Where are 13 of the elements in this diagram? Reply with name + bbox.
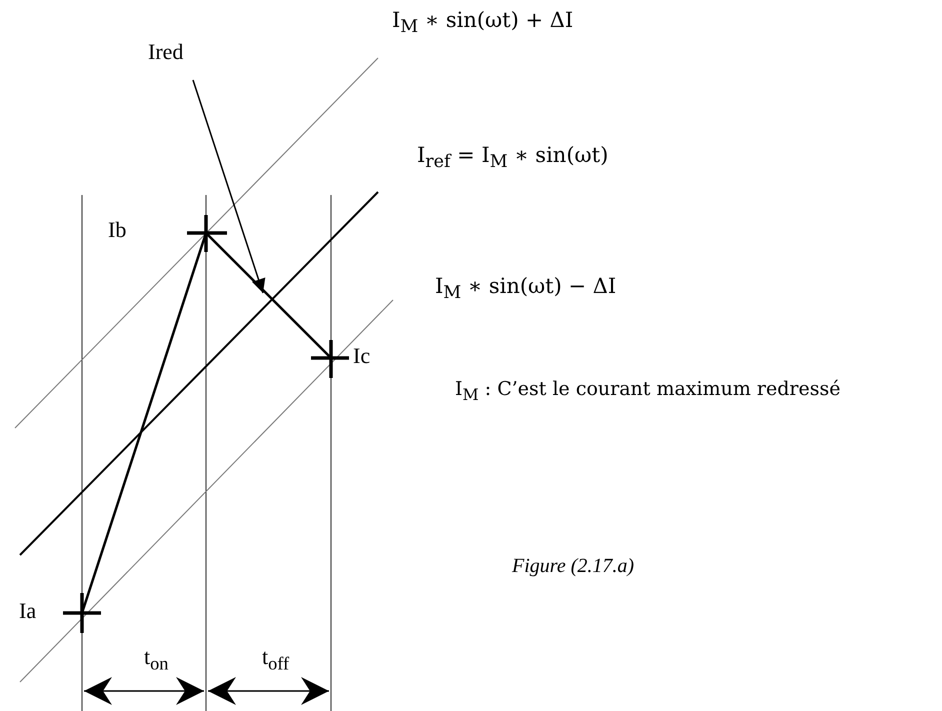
point-label: Ia — [19, 600, 36, 622]
point-label: Ired — [148, 41, 184, 63]
interval-label: t$_{off}$ — [262, 646, 290, 673]
formula: I$_{ref}$ = I$_{M}$ ∗ sin(ωt) — [417, 145, 608, 172]
current-ramp-segment — [205, 232, 332, 359]
interval-label: t$_{on}$ — [144, 646, 168, 673]
point-label: Ib — [108, 219, 126, 241]
note: I$_{M}$ : C’est le courant maximum redressé — [455, 380, 840, 403]
formula: I$_{M}$ ∗ sin(ωt) + ΔI — [392, 10, 574, 37]
leader-arrow — [192, 80, 266, 294]
figure-caption: Figure (2.17.a) — [512, 556, 634, 576]
formula: I$_{M}$ ∗ sin(ωt) − ΔI — [435, 276, 616, 303]
point-label: Ic — [353, 345, 370, 367]
